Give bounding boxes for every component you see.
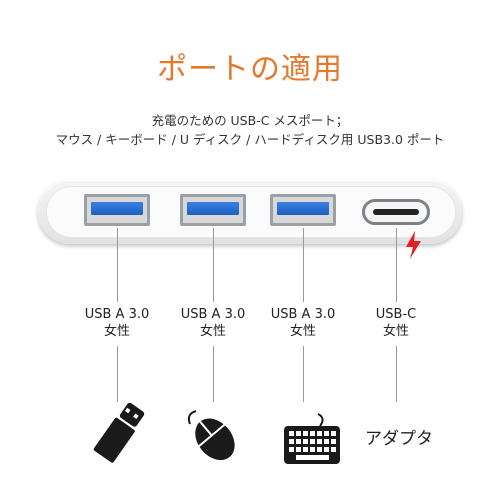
subtitle-line-1: 充電のための USB-C メスポート； xyxy=(151,113,349,128)
port-label-2: USB A 3.0 女性 xyxy=(168,306,258,340)
leader-line-1 xyxy=(117,228,118,302)
leader-line-3 xyxy=(303,228,304,302)
charging-lightning-icon xyxy=(406,231,421,259)
leader-line-4 xyxy=(396,228,397,302)
port-label-4: USB-C 女性 xyxy=(351,306,441,340)
mouse-icon xyxy=(187,410,235,461)
page-title: ポートの適用 xyxy=(157,52,343,87)
usb-a-port-1 xyxy=(84,194,150,226)
leader-line-4b xyxy=(396,346,397,402)
port-type-label: USB A 3.0 xyxy=(180,307,246,322)
port-gender-label: 女性 xyxy=(199,324,226,339)
leader-line-2 xyxy=(213,228,214,302)
usb-flash-drive-icon xyxy=(93,402,145,463)
leader-line-3b xyxy=(303,346,304,402)
port-label-3: USB A 3.0 女性 xyxy=(258,306,348,340)
port-gender-label: 女性 xyxy=(382,324,409,339)
adapter-label: アダプタ xyxy=(365,429,433,449)
port-label-1: USB A 3.0 女性 xyxy=(72,306,162,340)
subtitle-line-2: マウス / キーボード / U ディスク / ハードディスク用 USB3.0 ポ… xyxy=(55,132,445,147)
port-type-label: USB A 3.0 xyxy=(84,307,150,322)
port-gender-label: 女性 xyxy=(289,324,316,339)
leader-line-1b xyxy=(117,346,118,402)
port-gender-label: 女性 xyxy=(103,324,130,339)
leader-line-2b xyxy=(213,346,214,402)
usb-c-port xyxy=(362,199,430,225)
port-type-label: USB-C xyxy=(375,307,417,322)
usb-a-port-2 xyxy=(180,194,246,226)
port-type-label: USB A 3.0 xyxy=(270,307,336,322)
usb-a-port-3 xyxy=(270,194,336,226)
keyboard-icon xyxy=(284,413,340,464)
